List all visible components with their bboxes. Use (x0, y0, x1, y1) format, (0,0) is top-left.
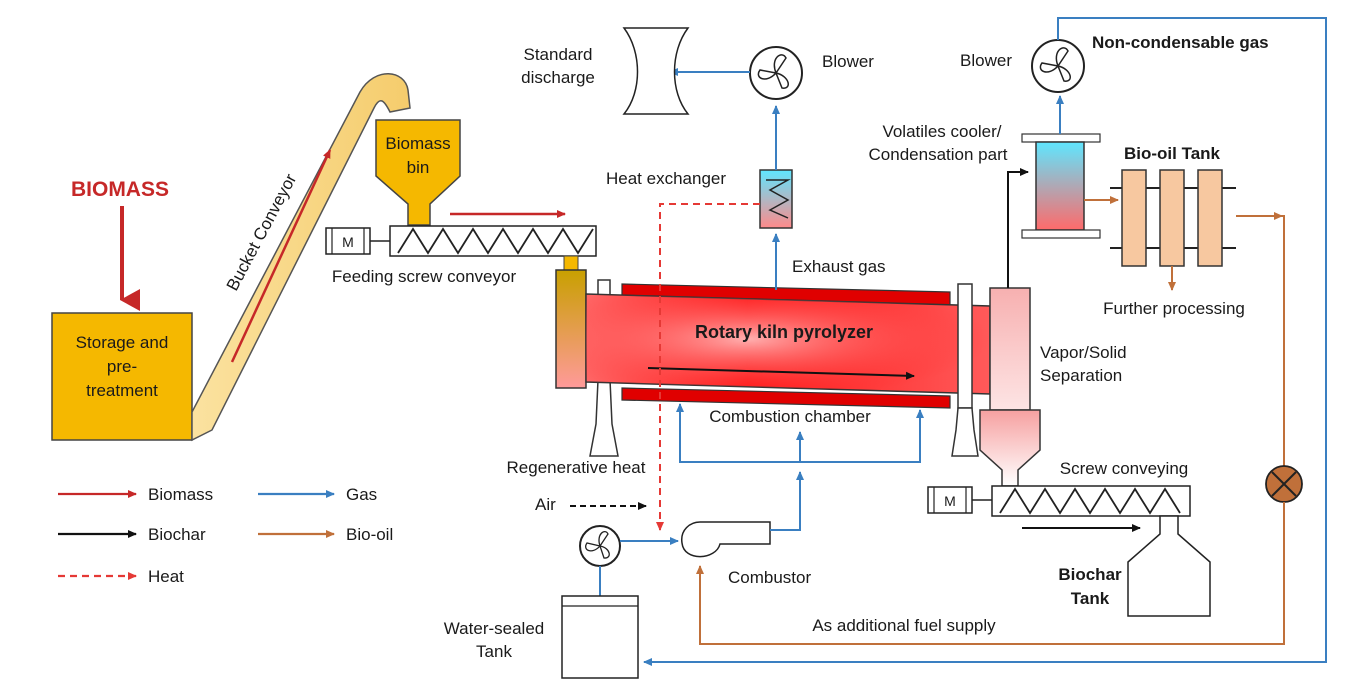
storage-pretreatment-box (51, 312, 193, 441)
feeding-screw-conveyor (389, 225, 597, 257)
biochar-motor-label: M (944, 493, 956, 509)
heat-line (656, 203, 760, 531)
blower-top (749, 46, 803, 100)
biooil-tank (1110, 169, 1236, 267)
water-sealed-tank (561, 595, 639, 679)
biomass-bin-label-line1: Biomass (385, 134, 450, 153)
blower-right (1031, 39, 1085, 93)
legend-biooil-label: Bio-oil (346, 525, 393, 544)
further-processing-label: Further processing (1103, 299, 1245, 318)
cooler-label-line1: Volatiles cooler/ (882, 122, 1001, 141)
separator-cone (979, 409, 1041, 487)
biochar-tank (1127, 515, 1211, 617)
flow-valve-icon (1265, 465, 1303, 503)
cooler-label-line2: Condensation part (869, 145, 1008, 164)
outlet-nozzle (951, 407, 979, 457)
biomass-bin-label-line2: bin (407, 158, 430, 177)
biochar-tank-label-line2: Tank (1071, 589, 1110, 608)
biomass-title: BIOMASS (71, 178, 169, 201)
biooil-tank-label: Bio-oil Tank (1124, 144, 1221, 163)
vapor-to-cooler-line (1007, 168, 1029, 288)
combustor-gas-line (770, 471, 804, 531)
storage-label-line2: pre- (107, 357, 137, 376)
biochar-motor (927, 486, 992, 514)
combustor (681, 521, 771, 558)
biochar-tank-label-line1: Biochar (1058, 565, 1122, 584)
non-condensable-gas-label: Non-condensable gas (1092, 33, 1269, 52)
feeding-motor-label: M (342, 234, 354, 250)
standard-discharge-label-line1: Standard (524, 45, 593, 64)
vapor-separation-label-line1: Vapor/Solid (1040, 343, 1127, 362)
fuel-supply-line (696, 502, 1285, 645)
regenerative-heat-label: Regenerative heat (507, 458, 646, 477)
kiln-drum-glow (586, 294, 990, 394)
rotary-kiln-label: Rotary kiln pyrolyzer (695, 322, 873, 342)
fuel-supply-label: As additional fuel supply (812, 616, 996, 635)
water-tank-label-line1: Water-sealed (444, 619, 544, 638)
heat-exchanger-coil (766, 179, 791, 219)
kiln-outlet-flange (957, 283, 973, 409)
kiln-biochar-arrow (647, 367, 915, 380)
legend-gas-label: Gas (346, 485, 377, 504)
standard-discharge-label-line2: discharge (521, 68, 595, 87)
screw-conveying (991, 485, 1191, 517)
air-label: Air (535, 495, 556, 514)
standard-discharge-stack (622, 27, 690, 115)
feeding-motor (325, 227, 390, 255)
storage-label-line1: Storage and (76, 333, 169, 352)
vapor-separation-label-line2: Separation (1040, 366, 1122, 385)
legend-biochar-label: Biochar (148, 525, 206, 544)
water-tank-label-line2: Tank (476, 642, 512, 661)
cooler-top-plate (1021, 133, 1101, 143)
combustion-jacket-bottom (621, 387, 951, 409)
regenerative-heat-nozzle (589, 379, 619, 457)
biooil-to-valve (1236, 215, 1285, 466)
exhaust-gas-label: Exhaust gas (792, 257, 886, 276)
vapor-solid-separator (989, 287, 1031, 411)
bucket-conveyor (191, 73, 411, 442)
screw-conveying-label: Screw conveying (1060, 459, 1189, 478)
conveyor-biomass-arrow (230, 149, 332, 363)
water-tank-blower (579, 525, 621, 567)
legend-heat-label: Heat (148, 567, 184, 586)
combustion-chamber-label: Combustion chamber (709, 407, 871, 426)
blower-right-label: Blower (960, 51, 1012, 70)
cooler-bottom-plate (1021, 229, 1101, 239)
volatiles-cooler (1035, 141, 1085, 231)
blower-top-label: Blower (822, 52, 874, 71)
legend-biomass-label: Biomass (148, 485, 213, 504)
combustor-label: Combustor (728, 568, 811, 587)
kiln-inlet-collar (555, 269, 587, 389)
non-condensable-gas-line (643, 17, 1327, 666)
biomass-bin (375, 119, 461, 226)
feeding-screw-label: Feeding screw conveyor (332, 267, 517, 286)
legend: Biomass Gas Biochar Bio-oil Heat (58, 485, 393, 586)
storage-label-line3: treatment (86, 381, 158, 400)
heat-exchanger-label: Heat exchanger (606, 169, 726, 188)
